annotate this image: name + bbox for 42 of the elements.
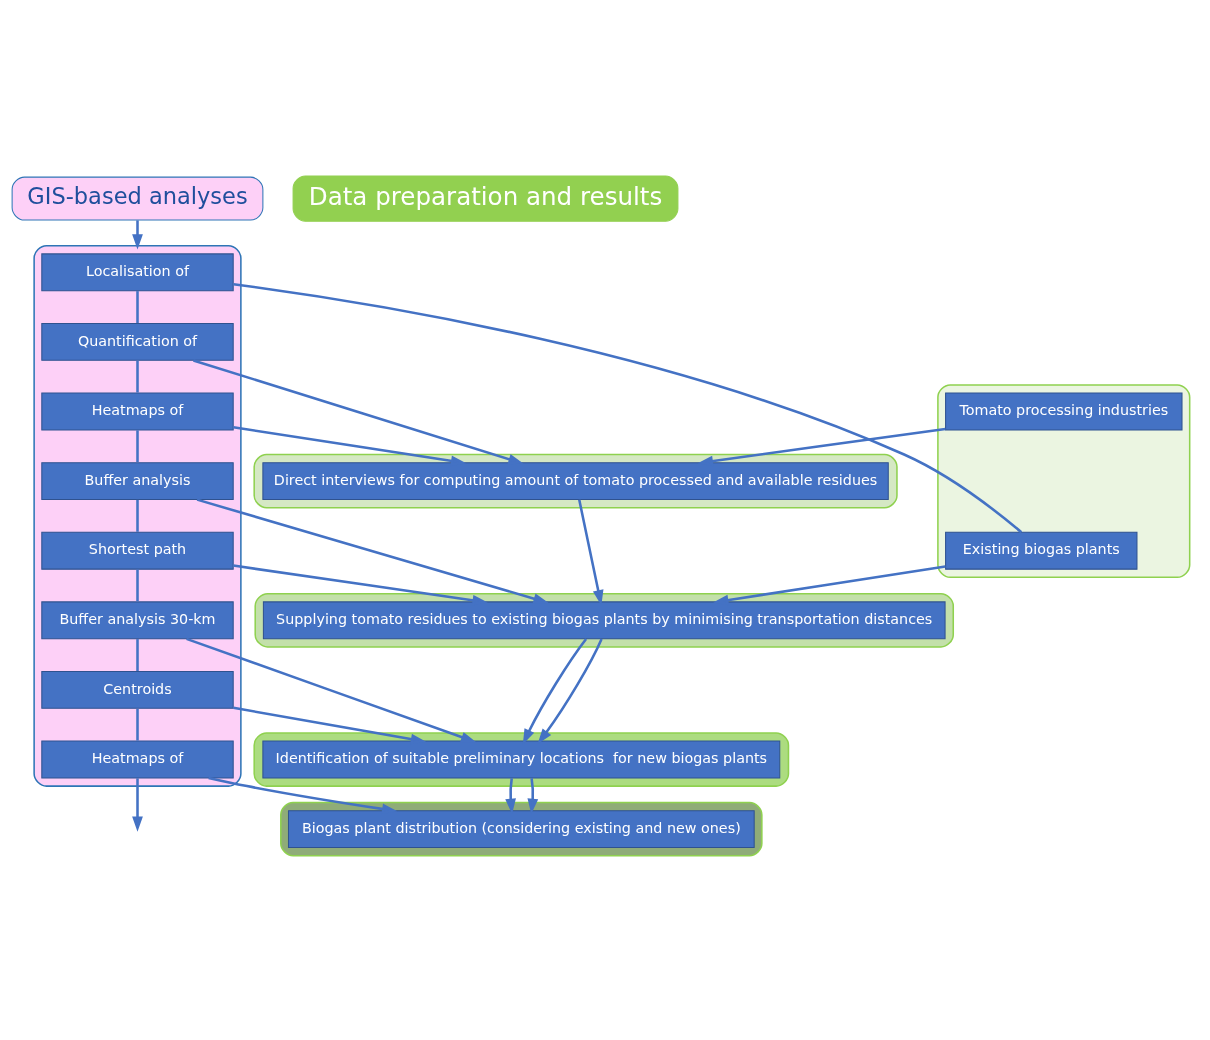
arrow [196,498,549,604]
node-box: Direct interviews for computing amount of tomato processed and available residues [262,462,889,501]
connector [136,360,139,393]
node-box: Existing biogas plants [945,531,1138,570]
arrow [132,778,143,832]
connector [136,430,139,463]
arrow [208,776,398,815]
connector [136,639,139,671]
arrow [505,778,516,815]
arrow [233,564,488,606]
node-box: Buffer analysis 30-km [41,601,234,640]
arrow [233,426,467,467]
node-box: Supplying tomato residues to existing biogas plants by minimising transportation distances [262,601,946,640]
connector [136,708,139,741]
arrow [578,499,604,606]
node-box: Shortest path [41,531,234,570]
arrow [233,706,427,745]
arrow [537,638,603,744]
arrow [697,427,946,467]
arrow [522,638,588,745]
connector [233,283,1023,534]
cluster [33,244,242,787]
node-box: Heatmaps of [41,740,234,779]
arrow [527,778,539,815]
node-box: Buffer analysis [41,462,234,501]
connector [136,569,139,602]
cluster [937,384,1191,579]
node-box: Tomato processing industries [945,392,1183,431]
node-box: Biogas plant distribution (considering existing and new ones) [287,810,755,849]
arrow [132,220,143,250]
node-box: GIS-based analyses [11,176,264,221]
node-box: Quantification of [41,322,234,361]
connector [136,291,139,323]
node-box: Heatmaps of [41,392,234,431]
connector [136,499,139,532]
node-box: Identification of suitable preliminary locations for new biogas plants [262,740,781,779]
node-box: Data preparation and results [292,175,679,222]
arrow [186,637,477,743]
node-box: Localisation of [41,253,234,292]
arrow [193,359,524,465]
node-box: Centroids [41,670,234,709]
arrow [713,565,946,606]
